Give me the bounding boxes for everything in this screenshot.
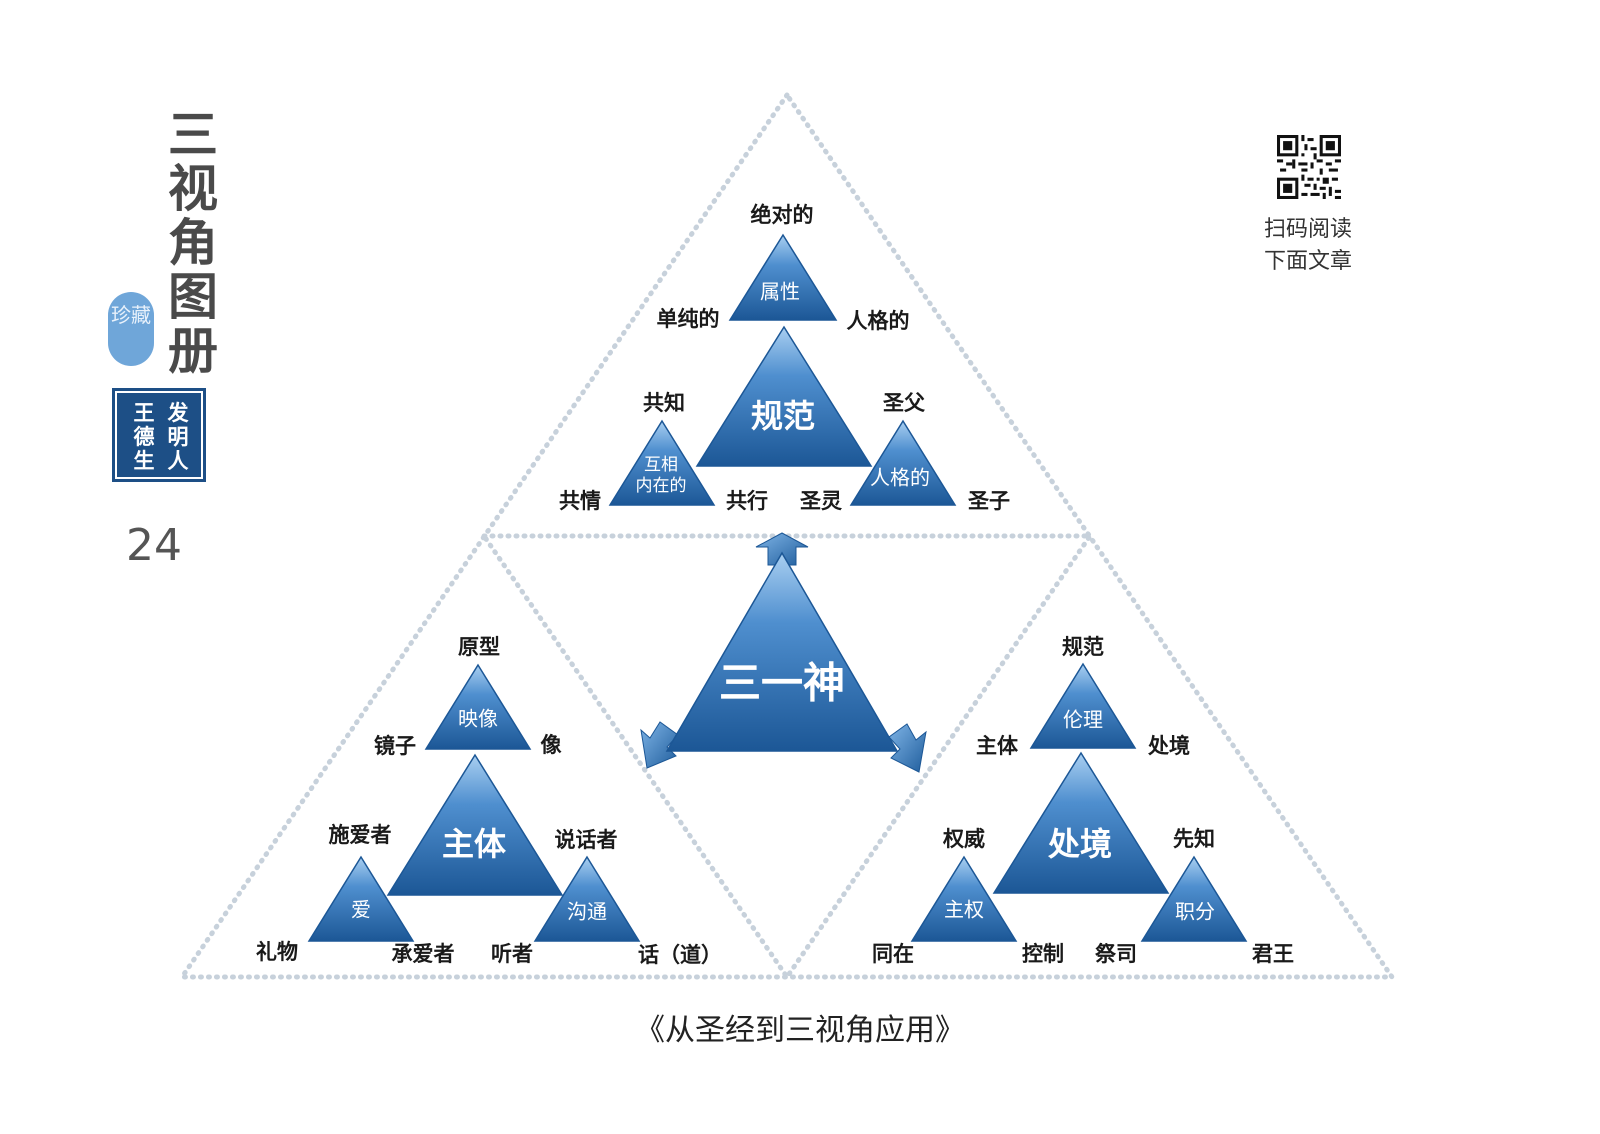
top-main-triangle [695, 325, 873, 467]
right-apex-inner: 伦理 [1063, 707, 1103, 732]
seal-col-title: 发明人 [167, 400, 189, 473]
left-right-right: 话（道） [638, 942, 722, 967]
qr-caption-line2: 下面文章 [1263, 249, 1352, 274]
top-main-label: 规范 [750, 397, 816, 435]
arrow-down-left [640, 721, 679, 769]
center-triangle [665, 551, 899, 752]
center-label: 三一神 [718, 658, 846, 708]
inventor-seal: 王德生 发明人 [112, 388, 206, 482]
right-main-label: 处境 [1047, 825, 1113, 863]
right-apex-top: 规范 [1062, 634, 1104, 659]
top-left-inner-line2: 内在的 [635, 476, 687, 496]
top-right-triangle [849, 419, 957, 506]
top-right-left: 圣灵 [800, 488, 842, 513]
top-right-inner: 人格的 [870, 465, 930, 490]
left-right-inner: 沟通 [567, 899, 607, 924]
left-right-triangle [533, 855, 641, 942]
left-left-triangle [307, 855, 415, 942]
right-right-top: 先知 [1173, 826, 1215, 851]
top-apex-inner: 属性 [760, 279, 800, 304]
left-left-left: 礼物 [256, 939, 298, 964]
top-left-top: 共知 [643, 390, 685, 415]
left-apex-right: 像 [540, 732, 562, 757]
right-right-triangle [1140, 855, 1248, 942]
top-left-left: 共情 [559, 488, 601, 513]
top-left-inner: 互相 内在的 [636, 455, 687, 497]
book-title: 三视角图册 [168, 105, 218, 380]
right-left-triangle [910, 855, 1018, 942]
right-left-left: 同在 [872, 941, 914, 966]
left-apex-top: 原型 [458, 634, 500, 659]
right-apex-triangle [1029, 662, 1137, 749]
source-caption: 《从圣经到三视角应用》 [635, 1013, 965, 1048]
top-right-top: 圣父 [883, 390, 925, 415]
left-left-inner: 爱 [351, 897, 371, 922]
top-apex-triangle [728, 233, 838, 321]
left-left-right: 承爱者 [391, 941, 455, 966]
right-right-right: 君王 [1252, 941, 1294, 966]
left-apex-left: 镜子 [374, 733, 416, 758]
right-right-left: 祭司 [1095, 941, 1137, 966]
top-left-right: 共行 [726, 488, 768, 513]
qr-code-icon[interactable] [1277, 135, 1341, 199]
left-apex-triangle [424, 663, 532, 750]
left-main-triangle [386, 753, 564, 896]
right-left-inner: 主权 [944, 897, 984, 922]
right-apex-right: 处境 [1148, 733, 1190, 758]
left-apex-inner: 映像 [458, 706, 498, 731]
left-right-top: 说话者 [554, 827, 618, 852]
right-left-right: 控制 [1022, 941, 1064, 966]
right-left-top: 权威 [943, 826, 985, 851]
left-main-label: 主体 [441, 825, 507, 863]
qr-caption: 扫码阅读 下面文章 [1246, 214, 1370, 278]
top-left-inner-line1: 互相 [644, 455, 678, 475]
top-apex-left: 单纯的 [656, 306, 720, 331]
collect-badge: 珍藏 [108, 292, 154, 366]
top-apex-right: 人格的 [846, 308, 910, 333]
top-left-triangle [608, 419, 716, 506]
right-apex-left: 主体 [976, 733, 1018, 758]
left-left-top: 施爱者 [328, 822, 392, 847]
arrow-down-right [888, 723, 927, 773]
left-right-left: 听者 [491, 941, 533, 966]
page-number: 24 [126, 520, 182, 571]
qr-caption-line1: 扫码阅读 [1263, 217, 1352, 242]
top-apex-top: 绝对的 [750, 202, 814, 227]
right-main-triangle [992, 751, 1170, 894]
seal-col-name: 王德生 [133, 400, 155, 473]
right-right-inner: 职分 [1175, 899, 1215, 924]
top-right-right: 圣子 [968, 488, 1010, 513]
